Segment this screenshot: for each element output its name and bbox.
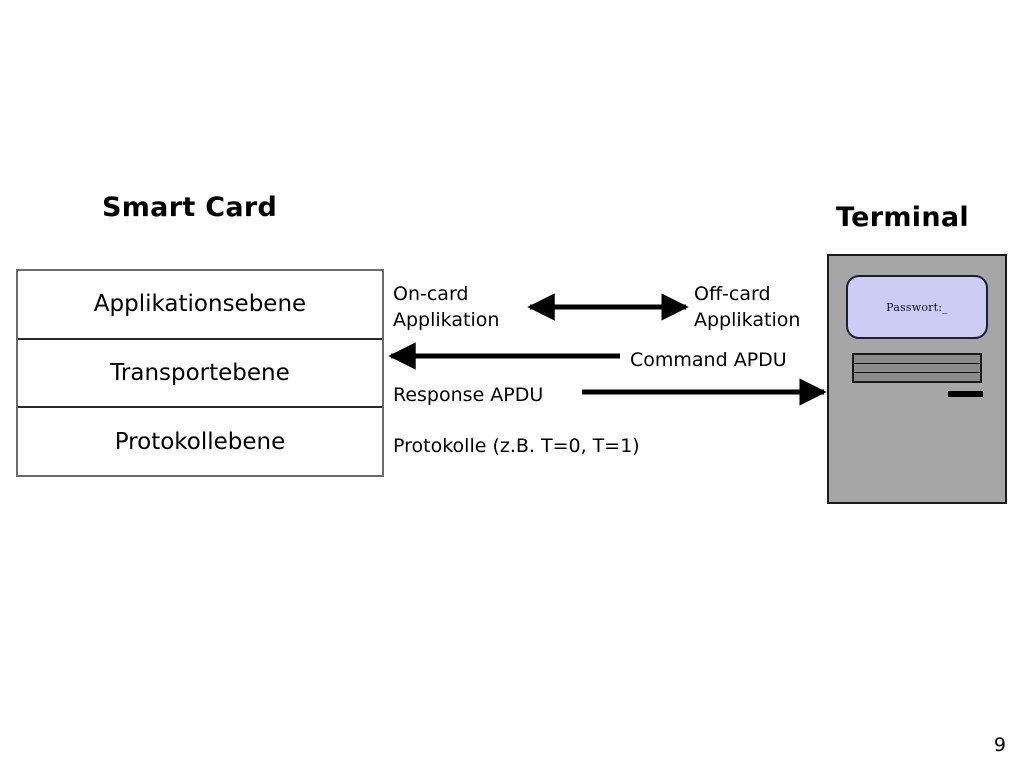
protokolle-label: Protokolle (z.B. T=0, T=1) xyxy=(393,435,640,457)
terminal-screen-text: Passwort:_ xyxy=(886,300,948,314)
layer-row-applikationsebene: Applikationsebene xyxy=(18,271,382,340)
page-number: 9 xyxy=(993,734,1006,756)
layer-row-protokollebene: Protokollebene xyxy=(18,408,382,475)
terminal-screen: Passwort:_ xyxy=(846,275,988,339)
layer-label: Transportebene xyxy=(110,360,290,386)
off-card-application-label: Off-card Applikation xyxy=(694,283,801,331)
layer-label: Applikationsebene xyxy=(93,291,307,318)
response-apdu-label: Response APDU xyxy=(393,384,544,406)
terminal-title: Terminal xyxy=(836,202,969,233)
keypad-row xyxy=(854,355,980,364)
layer-row-transportebene: Transportebene xyxy=(18,340,382,409)
smart-card-layer-stack: Applikationsebene Transportebene Protoko… xyxy=(16,269,384,477)
terminal-keypad xyxy=(852,353,982,383)
terminal-device: Passwort:_ xyxy=(827,254,1007,504)
keypad-row xyxy=(854,373,980,381)
smart-card-title: Smart Card xyxy=(102,192,278,223)
on-card-application-label: On-card Applikation xyxy=(393,283,500,331)
command-apdu-label: Command APDU xyxy=(630,349,787,371)
card-slot xyxy=(948,391,983,397)
keypad-row xyxy=(854,364,980,373)
layer-label: Protokollebene xyxy=(114,428,286,455)
